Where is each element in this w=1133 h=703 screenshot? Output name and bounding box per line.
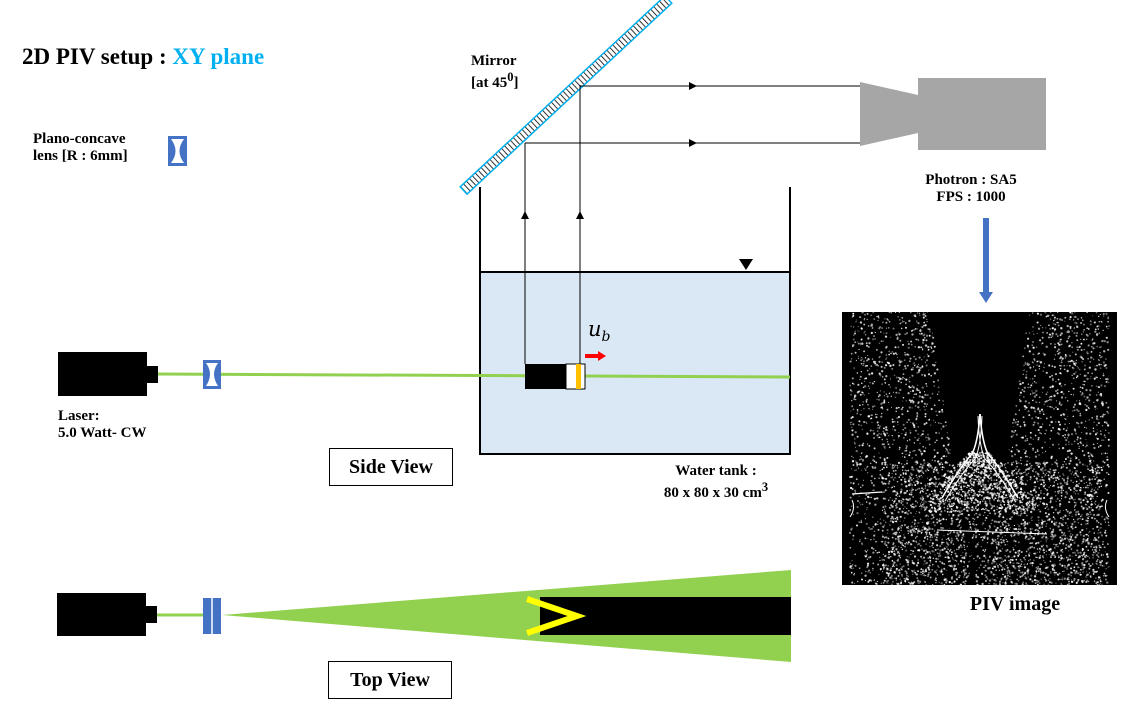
bubble-model bbox=[525, 363, 586, 390]
tank-dims-sup: 3 bbox=[761, 480, 769, 495]
top-view-marker bbox=[526, 596, 587, 636]
laser-label-line2: 5.0 Watt- CW bbox=[58, 425, 147, 442]
laser-label: Laser: 5.0 Watt- CW bbox=[58, 408, 146, 443]
camera-body bbox=[918, 78, 1046, 150]
camera-label-line1: Photron : SA5 bbox=[925, 172, 1017, 188]
side-view-label: Side View bbox=[329, 448, 453, 486]
velocity-arrow bbox=[585, 351, 606, 361]
mirror-angle-prefix: [at 45 bbox=[471, 75, 508, 92]
tank-label-line2: 80 x 80 x 30 cm3 bbox=[636, 480, 796, 502]
tank-label-line1: Water tank : bbox=[675, 463, 757, 479]
title-plane: XY plane bbox=[172, 44, 265, 69]
mirror-angle-sup: 0 bbox=[507, 70, 514, 85]
yellow-marker bbox=[576, 364, 581, 389]
model-frame bbox=[565, 363, 586, 390]
mirror-label: Mirror [at 450] bbox=[471, 53, 519, 93]
piv-image bbox=[842, 312, 1117, 585]
laser-label-line1: Laser: bbox=[58, 408, 100, 424]
piv-image-label: PIV image bbox=[969, 593, 1061, 615]
lens-label-line1: Plano-concave bbox=[33, 131, 126, 147]
velocity-label: ub bbox=[588, 317, 611, 345]
plano-concave-lens-icon bbox=[203, 360, 221, 389]
mirror-icon bbox=[459, 0, 673, 196]
mirror-label-line2: [at 450] bbox=[471, 70, 519, 92]
light-paths bbox=[521, 82, 860, 364]
water-surface-triangle-icon bbox=[739, 259, 753, 270]
camera-label-line2: FPS : 1000 bbox=[936, 189, 1006, 206]
laser-device-top-icon bbox=[57, 593, 157, 636]
lens-label-line2: lens [R : 6mm] bbox=[33, 148, 128, 165]
piv-particle-field bbox=[848, 312, 1110, 585]
model-body bbox=[525, 364, 566, 389]
title-prefix: 2D PIV setup : bbox=[22, 44, 173, 69]
tank-walls bbox=[479, 187, 791, 455]
top-view-label: Top View bbox=[328, 661, 452, 699]
plano-concave-lens-legend-icon bbox=[168, 136, 187, 166]
laser-beam-side bbox=[157, 372, 791, 379]
tank-label: Water tank : 80 x 80 x 30 cm3 bbox=[636, 463, 796, 503]
camera-to-image-arrow bbox=[979, 218, 993, 303]
page-title: 2D PIV setup : XY plane bbox=[22, 44, 264, 70]
tank-dims: 80 x 80 x 30 cm bbox=[663, 485, 762, 502]
velocity-subscript: b bbox=[601, 329, 611, 346]
camera-lens bbox=[860, 82, 918, 146]
mirror-angle-suffix: ] bbox=[513, 75, 519, 92]
mirror-label-line1: Mirror bbox=[471, 53, 517, 69]
cylindrical-lens-top-icon bbox=[203, 598, 221, 634]
camera-label: Photron : SA5 FPS : 1000 bbox=[905, 172, 1037, 207]
velocity-symbol: u bbox=[588, 317, 602, 341]
water-tank bbox=[479, 187, 791, 455]
laser-device-icon bbox=[58, 352, 158, 396]
lens-label: Plano-concave lens [R : 6mm] bbox=[33, 131, 128, 166]
water-volume bbox=[480, 272, 790, 454]
laser-sheet-top bbox=[222, 570, 791, 662]
high-speed-camera-icon bbox=[860, 78, 1046, 150]
